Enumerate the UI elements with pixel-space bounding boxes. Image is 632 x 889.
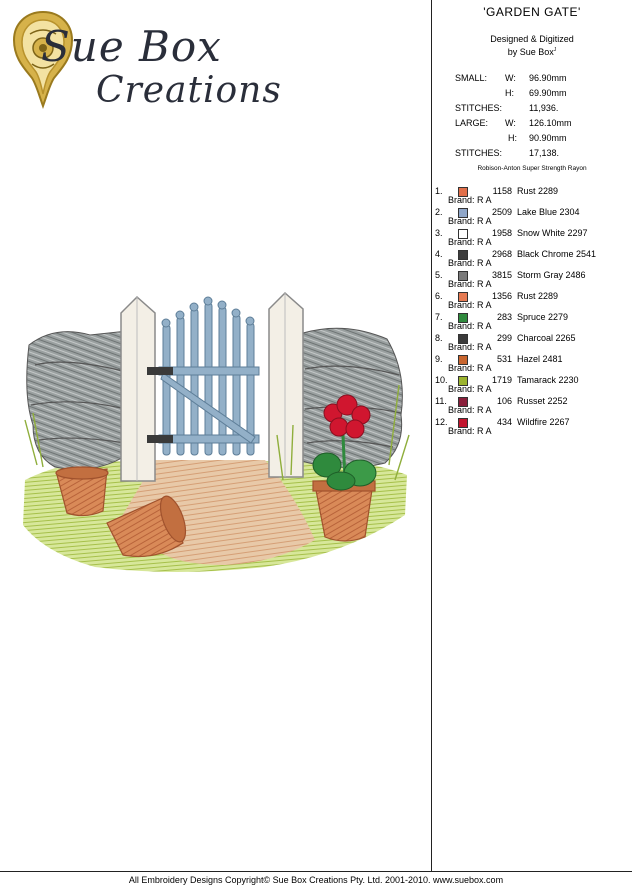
color-name: Hazel 2481 xyxy=(517,354,563,364)
color-name: Tamarack 2230 xyxy=(517,375,579,385)
color-code: 1356 xyxy=(491,291,512,301)
color-swatch xyxy=(458,397,468,407)
color-code: 1158 xyxy=(492,186,512,196)
small-stitches: 11,936. xyxy=(529,103,559,113)
color-number: 8. xyxy=(435,333,443,343)
color-name: Russet 2252 xyxy=(517,396,568,406)
color-brand: Brand: R A xyxy=(448,258,492,268)
copyright-footer: All Embroidery Designs Copyright© Sue Bo… xyxy=(128,875,504,885)
color-swatch xyxy=(458,418,468,428)
small-h-label: H: xyxy=(505,88,514,98)
color-number: 12. xyxy=(435,417,448,427)
logo: Sue Box Creations xyxy=(8,8,281,118)
color-brand: Brand: R A xyxy=(448,384,492,394)
color-brand: Brand: R A xyxy=(448,426,492,436)
color-number: 1. xyxy=(435,186,443,196)
color-code: 106 xyxy=(496,396,512,406)
large-w-label: W: xyxy=(505,118,516,128)
color-name: Rust 2289 xyxy=(517,291,559,301)
color-number: 10. xyxy=(435,375,448,385)
color-swatch xyxy=(458,376,468,386)
designed-by-line2: by Sue BoxJ xyxy=(507,47,557,57)
color-name: Charcoal 2265 xyxy=(517,333,576,343)
color-brand: Brand: R A xyxy=(448,237,492,247)
bottom-divider xyxy=(0,871,632,872)
color-name: Rust 2289 xyxy=(517,186,559,196)
color-brand: Brand: R A xyxy=(448,363,492,373)
large-height: 90.90mm xyxy=(529,133,567,143)
color-brand: Brand: R A xyxy=(448,195,492,205)
color-name: Storm Gray 2486 xyxy=(517,270,586,280)
color-number: 5. xyxy=(435,270,443,280)
color-brand: Brand: R A xyxy=(448,342,492,352)
color-swatch xyxy=(458,250,468,260)
small-width: 96.90mm xyxy=(529,73,567,83)
color-brand: Brand: R A xyxy=(448,321,492,331)
color-code: 434 xyxy=(496,417,512,427)
color-name: Snow White 2297 xyxy=(517,228,588,238)
color-swatch xyxy=(458,271,468,281)
color-name: Wildfire 2267 xyxy=(517,417,570,427)
color-swatch xyxy=(458,229,468,239)
color-number: 4. xyxy=(435,249,443,259)
thread-brand: Robison-Anton Super Strength Rayon xyxy=(477,165,587,172)
color-brand: Brand: R A xyxy=(448,279,492,289)
color-code: 283 xyxy=(496,312,512,322)
color-number: 2. xyxy=(435,207,443,217)
color-number: 9. xyxy=(435,354,443,364)
vertical-divider xyxy=(431,0,432,872)
color-name: Lake Blue 2304 xyxy=(517,207,580,217)
color-code: 2968 xyxy=(491,249,512,259)
color-swatch xyxy=(458,208,468,218)
logo-text-line2: Creations xyxy=(96,70,282,111)
color-name: Spruce 2279 xyxy=(517,312,569,322)
color-code: 2509 xyxy=(491,207,512,217)
color-swatch xyxy=(458,187,468,197)
color-brand: Brand: R A xyxy=(448,300,492,310)
color-swatch xyxy=(458,292,468,302)
small-height: 69.90mm xyxy=(529,88,567,98)
small-label: SMALL: xyxy=(455,73,488,83)
color-code: 1719 xyxy=(491,375,512,385)
color-brand: Brand: R A xyxy=(448,216,492,226)
color-code: 299 xyxy=(496,333,512,343)
large-h-label: H: xyxy=(508,133,517,143)
large-width: 126.10mm xyxy=(529,118,572,128)
color-swatch xyxy=(458,334,468,344)
garden-gate-embroidery xyxy=(23,291,410,572)
large-label: LARGE: xyxy=(455,118,489,128)
small-w-label: W: xyxy=(505,73,516,83)
color-code: 1958 xyxy=(491,228,512,238)
color-number: 3. xyxy=(435,228,443,238)
color-swatch xyxy=(458,313,468,323)
color-name: Black Chrome 2541 xyxy=(517,249,597,259)
color-brand: Brand: R A xyxy=(448,405,492,415)
design-title: 'GARDEN GATE' xyxy=(483,5,581,19)
color-code: 3815 xyxy=(491,270,512,280)
color-number: 6. xyxy=(435,291,443,301)
color-number: 11. xyxy=(435,396,447,406)
large-stitches-label: STITCHES: xyxy=(455,148,503,158)
color-code: 531 xyxy=(496,354,512,364)
large-stitches: 17,138. xyxy=(529,148,560,158)
color-swatch xyxy=(458,355,468,365)
designed-by-line1: Designed & Digitized xyxy=(490,34,574,44)
small-stitches-label: STITCHES: xyxy=(455,103,503,113)
color-number: 7. xyxy=(435,312,443,322)
logo-emblem xyxy=(12,10,74,109)
logo-text-line1: Sue Box xyxy=(41,22,222,71)
